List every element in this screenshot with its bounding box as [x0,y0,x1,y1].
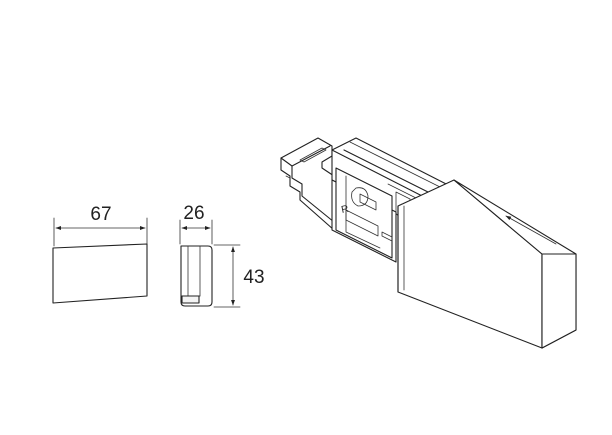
mounting-clip [280,137,335,231]
side-marking-r: R [340,204,349,216]
cover-side-outline [180,245,213,307]
cover-plate [397,179,577,349]
side-view: 26 43 [179,203,265,308]
motion-direction-arrow [505,215,557,245]
height-dimension-label: 43 [243,267,264,288]
hinge-assembly-isometric: R [280,137,577,349]
cover-front-outline [52,243,148,304]
depth-dimension-label: 26 [183,203,204,224]
width-dimension-label: 67 [90,204,111,225]
front-view: 67 [52,204,148,304]
